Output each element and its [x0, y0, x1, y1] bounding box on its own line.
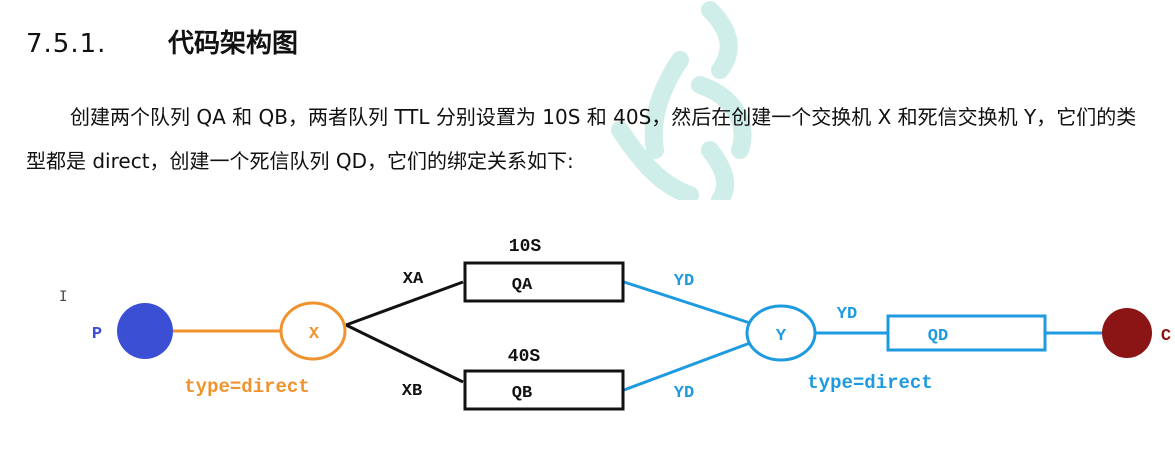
consumer-node: [1102, 308, 1152, 358]
edge-qb-y: [623, 341, 751, 392]
architecture-diagram: P X type=direct XA XB 10S QA 40S QB YD Y…: [92, 237, 1171, 411]
exchange-y-node: [745, 304, 817, 362]
exchange-x-label: X: [309, 325, 320, 344]
description-text: 创建两个队列 QA 和 QB，两者队列 TTL 分别设置为 10S 和 40S，…: [26, 105, 1137, 173]
routing-key-xb: XB: [402, 382, 422, 401]
producer-node: [117, 303, 173, 359]
text-cursor-icon: I: [59, 289, 68, 305]
edge-x-qa: [345, 280, 464, 327]
queue-a-label: QA: [512, 276, 533, 295]
routing-key-xa: XA: [403, 270, 424, 289]
queue-b-ttl: 40S: [508, 347, 541, 367]
exchange-y-type: type=direct: [807, 372, 932, 394]
consumer-label: C: [1161, 327, 1171, 346]
routing-key-yd-out: YD: [837, 305, 857, 324]
exchange-x-node: [279, 301, 347, 361]
edge-qa-y: [623, 280, 751, 325]
producer-label: P: [92, 325, 102, 344]
queue-a-node: [463, 261, 625, 303]
watermark-logo: [611, 1, 752, 200]
description-paragraph: 创建两个队列 QA 和 QB，两者队列 TTL 分别设置为 10S 和 40S，…: [26, 95, 1146, 183]
section-heading: 7.5.1. 代码架构图: [26, 24, 298, 64]
section-title: 代码架构图: [168, 29, 299, 59]
exchange-y-label: Y: [776, 327, 787, 346]
queue-d-node: [886, 314, 1047, 352]
queue-d-label: QD: [928, 327, 948, 346]
section-number: 7.5.1.: [26, 29, 107, 59]
queue-b-label: QB: [512, 384, 532, 403]
routing-key-yd-b: YD: [674, 384, 694, 403]
routing-key-yd-a: YD: [674, 272, 694, 291]
queue-b-node: [463, 369, 625, 411]
queue-a-ttl: 10S: [509, 237, 542, 257]
exchange-x-type: type=direct: [184, 376, 309, 398]
edge-x-qb: [345, 323, 464, 384]
